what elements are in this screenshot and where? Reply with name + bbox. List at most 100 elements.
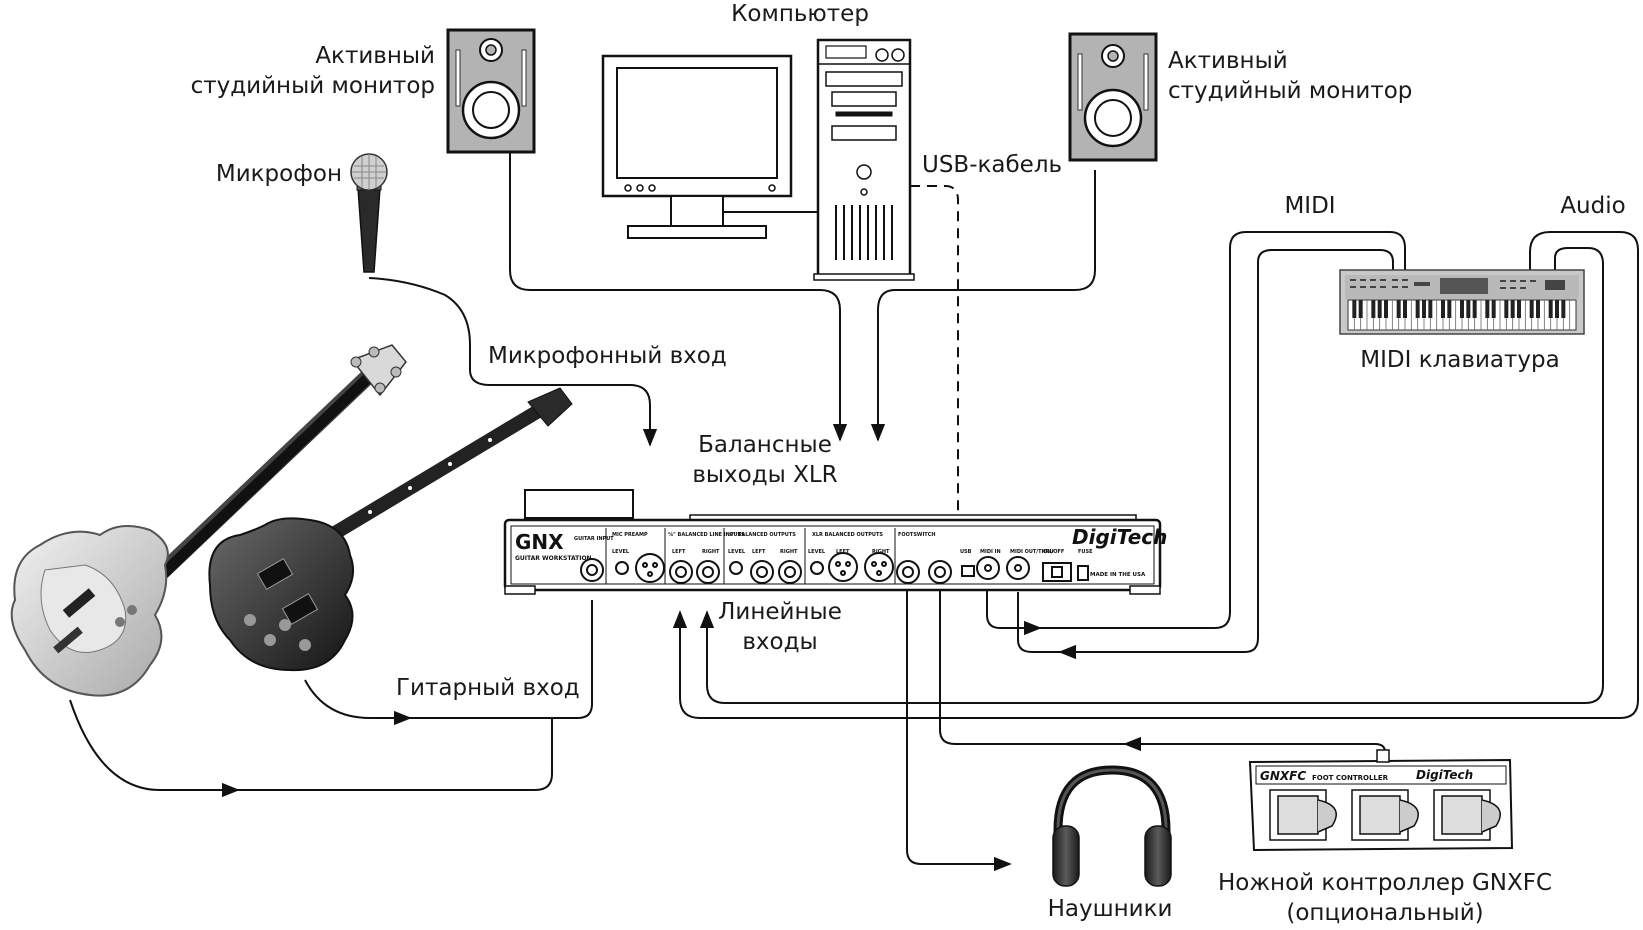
black-key	[1377, 300, 1382, 318]
cable-bass	[69, 699, 553, 791]
black-key	[1555, 300, 1559, 318]
gnx-panel-label: LEFT	[752, 549, 766, 555]
tower-vents	[835, 205, 893, 260]
black-key	[1548, 300, 1553, 318]
gnx-panel-label: MIDI OUT/THRU	[1010, 549, 1054, 555]
label-line-inputs-line2: входы	[742, 629, 818, 655]
computer-tower	[813, 38, 915, 281]
label-microphone: Микрофон	[215, 161, 342, 187]
cable-midi-line1	[1040, 231, 1406, 629]
black-key	[1561, 300, 1566, 318]
fc-brand: DigiTech	[1416, 768, 1473, 782]
black-key	[1472, 300, 1477, 318]
label-usb-cable: USB-кабель	[922, 152, 1063, 178]
cable-headphones	[906, 590, 1012, 872]
keyboard-keys	[1352, 300, 1571, 330]
cable-microphone	[368, 277, 658, 447]
gnx-panel-label: RIGHT	[702, 549, 720, 555]
label-foot-controller-line2: (опциональный)	[1286, 900, 1484, 926]
label-computer: Компьютер	[731, 1, 869, 27]
black-key	[1428, 300, 1433, 318]
cable-midi-line2	[1075, 249, 1394, 653]
label-monitor-left-line1: Активный	[315, 43, 435, 69]
black-key	[1529, 300, 1534, 318]
black-key	[1510, 300, 1515, 318]
black-key	[1441, 300, 1445, 318]
cable-audio-2	[699, 247, 1604, 704]
cable-monitor-right	[870, 170, 1096, 442]
black-key	[1536, 300, 1540, 318]
gnx-panel-label: XLR BALANCED OUTPUTS	[812, 532, 883, 538]
gnx-model-sub: GUITAR WORKSTATION	[515, 555, 592, 562]
gnx-panel-label: LEVEL	[728, 549, 746, 555]
black-key	[1384, 300, 1388, 318]
cable-midi-out	[986, 590, 1042, 636]
black-key	[1396, 300, 1401, 318]
label-headphones: Наушники	[1047, 896, 1173, 922]
cables	[69, 150, 1639, 872]
gnx-panel-label: LEFT	[836, 549, 850, 555]
black-key	[1403, 300, 1407, 318]
gnx-panel-label: MIC PREAMP	[612, 532, 648, 538]
black-key	[1371, 300, 1376, 318]
label-monitor-right-line2: студийный монитор	[1168, 78, 1413, 104]
label-monitor-left-line2: студийный монитор	[190, 73, 435, 99]
gnx-made-in: MADE IN THE USA	[1090, 572, 1146, 578]
label-monitor-right-line1: Активный	[1168, 48, 1288, 74]
cable-monitor-left	[509, 150, 848, 442]
black-key	[1504, 300, 1509, 318]
label-guitar-input: Гитарный вход	[396, 675, 580, 701]
gnx-panel-label: LEVEL	[808, 549, 826, 555]
gnx-panel-label: USB	[960, 549, 972, 555]
black-key	[1415, 300, 1420, 318]
label-foot-controller-line1: Ножной контроллер GNXFC	[1217, 870, 1553, 896]
label-balanced-line2: выходы XLR	[692, 462, 838, 488]
gnx-panel-label: FUSE	[1078, 549, 1093, 555]
foot-controller: GNXFC FOOT CONTROLLER DigiTech	[1248, 749, 1514, 852]
cable-usb	[910, 185, 959, 570]
gnx-panel-label: RIGHT	[872, 549, 890, 555]
bass-guitar	[10, 344, 407, 697]
label-mic-input: Микрофонный вход	[488, 343, 727, 369]
electric-guitar	[208, 387, 573, 672]
black-key	[1485, 300, 1490, 318]
gnx-panel-label: LEVEL	[612, 549, 630, 555]
gnx-panel-label: ¼" BALANCED OUTPUTS	[728, 532, 796, 538]
black-key	[1466, 300, 1471, 318]
black-key	[1422, 300, 1426, 318]
label-audio: Audio	[1560, 193, 1626, 219]
studio-monitor-right	[1068, 32, 1158, 162]
gnx-model: GNX	[515, 530, 564, 554]
black-key	[1447, 300, 1452, 318]
black-key	[1358, 300, 1363, 318]
gnx-panel-label: GUITAR INPUT	[574, 536, 614, 542]
black-key	[1460, 300, 1464, 318]
gnx-panel-label: FOOTSWITCH	[898, 532, 936, 538]
gnx-device: GNX GUITAR WORKSTATION DigiTech MADE IN …	[503, 489, 1167, 595]
headphones	[1052, 765, 1172, 887]
gnx-panel-label: ¼" BALANCED LINE INPUTS	[668, 532, 745, 538]
computer-monitor	[601, 54, 818, 239]
studio-monitor-left	[446, 28, 536, 154]
foot-switches	[1269, 789, 1501, 841]
black-key	[1517, 300, 1521, 318]
midi-keyboard	[1339, 269, 1585, 335]
fc-model: GNXFC	[1260, 769, 1306, 783]
label-midi-keyboard: MIDI клавиатура	[1360, 347, 1560, 373]
gnx-panel-label: RIGHT	[780, 549, 798, 555]
label-balanced-line1: Балансные	[698, 432, 832, 458]
black-key	[1491, 300, 1496, 318]
gnx-panel-label: ON/OFF	[1043, 549, 1064, 555]
gnx-brand: DigiTech	[1072, 525, 1167, 549]
label-midi: MIDI	[1284, 193, 1336, 219]
microphone	[350, 153, 388, 273]
cable-audio-1	[672, 231, 1639, 719]
black-key	[1352, 300, 1357, 318]
cable-footswitch	[939, 590, 1386, 760]
cable-midi-in	[1017, 592, 1060, 653]
fc-title: FOOT CONTROLLER	[1312, 774, 1389, 782]
gnx-panel-label: MIDI IN	[980, 549, 1001, 555]
gnx-panel-label: LEFT	[672, 549, 686, 555]
